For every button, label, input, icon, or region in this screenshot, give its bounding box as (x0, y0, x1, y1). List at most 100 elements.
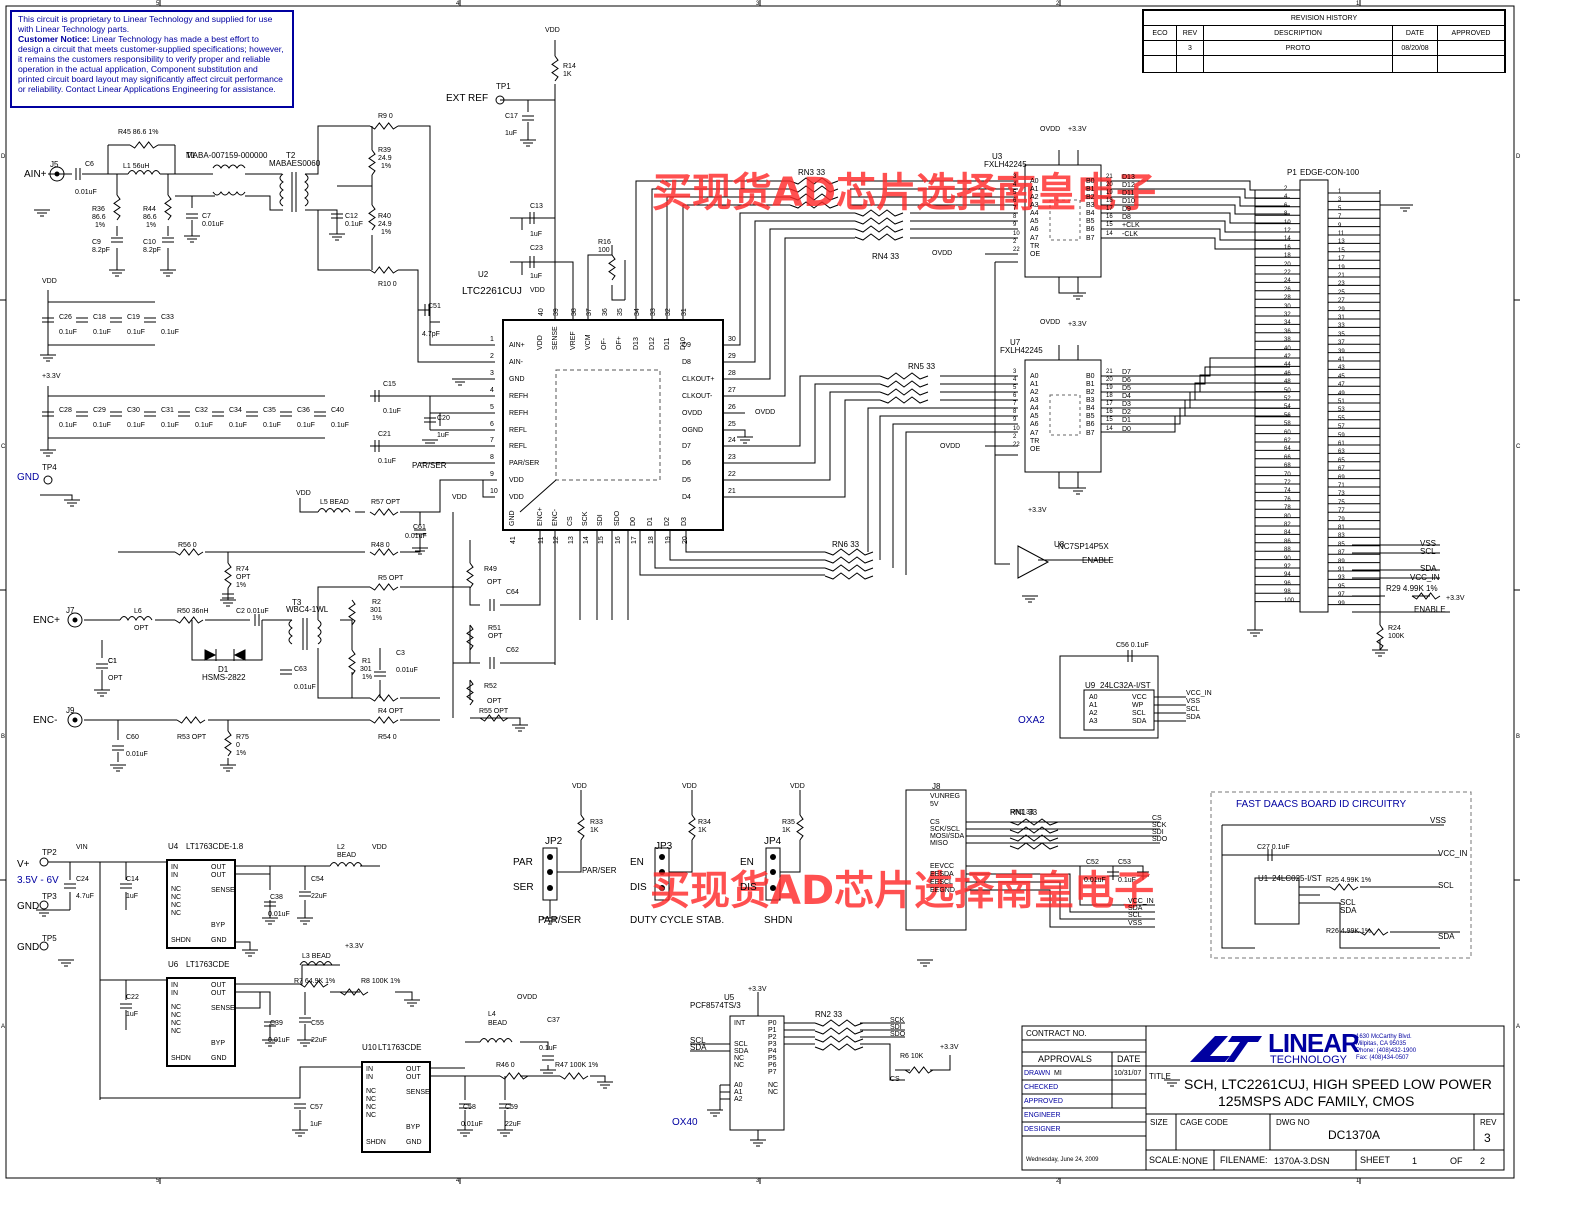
u5-pin-right: P2 (768, 1034, 777, 1041)
svg-text:C: C (1516, 444, 1521, 450)
part-label: C12 (345, 213, 358, 220)
part-label: 0.01uF (126, 751, 148, 758)
p1-pin-left: 40 (1284, 345, 1291, 352)
p1-pin-right: 31 (1338, 315, 1345, 321)
u2-pin-num-bottom: 18 (648, 536, 655, 544)
ovdd-u3-tr: OVDD (932, 250, 953, 257)
p1-pin-right: 81 (1338, 525, 1345, 531)
drawn-date: 10/31/07 (1114, 1070, 1142, 1077)
part-label: R9 0 (378, 113, 393, 120)
rn5-label: RN5 33 (908, 362, 936, 371)
cap-value: 0.1uF (229, 422, 247, 429)
p1-pin-right: 19 (1338, 264, 1345, 271)
cap-value: 0.1uF (127, 329, 145, 336)
u2-pin-right: D6 (682, 460, 691, 467)
part-label: R44 (143, 206, 156, 213)
part-label: C2 0.01uF (236, 608, 269, 615)
u9-net: VCC_IN (1186, 690, 1212, 697)
u2-pin-num-bottom: 14 (583, 536, 590, 544)
part-label: R51 (488, 625, 501, 632)
u7-pin-num-right: 20 (1106, 377, 1113, 383)
u7-pin-num-right: 16 (1106, 409, 1113, 415)
u3-pin-num: 2 (1013, 239, 1017, 245)
part-label: L1 56uH (123, 163, 150, 170)
u2-part: LTC2261CUJ (462, 286, 522, 297)
p1-pin-right: 35 (1338, 331, 1345, 338)
part-label: L2 (337, 844, 345, 851)
resistor-symbol (1009, 834, 1059, 842)
resistor-symbol (224, 730, 232, 757)
u2-pin-num-left: 3 (490, 370, 494, 377)
dis-label-2: DIS (740, 882, 757, 893)
part-label: R50 36nH (177, 608, 209, 615)
u3-pin-num-right: 20 (1106, 182, 1113, 188)
u5-pin-right: P6 (768, 1062, 777, 1069)
part-label: C55 (311, 1020, 324, 1027)
ldo-pin-right: GND (211, 937, 227, 944)
u5-pin-left: A0 (734, 1082, 743, 1089)
ldo-pin-right: GND (406, 1139, 422, 1146)
part-label: 0.01uF (268, 911, 290, 918)
svg-text:5: 5 (156, 1, 160, 7)
part-label: C62 (506, 647, 519, 654)
part-label: C20 (437, 415, 450, 422)
part-label: 301 (370, 607, 382, 614)
part-label: C3 (396, 650, 405, 657)
u5-pin-right: NC (768, 1082, 779, 1089)
u3-ref: U3 (992, 152, 1003, 161)
u5-pin-right: P1 (768, 1027, 777, 1034)
p1-vss: VSS (1420, 539, 1437, 548)
resistor-symbol (688, 814, 696, 841)
j8-pin: EESCL (930, 879, 953, 886)
u5-sda: SDA (690, 1043, 707, 1052)
u2-pin-bottom: SCK (582, 511, 589, 526)
part-label: 1uF (126, 893, 139, 900)
u2-pin-num-left: 6 (490, 421, 494, 428)
u3-pin-left: A7 (1030, 235, 1039, 242)
p1-pin-right: 33 (1338, 323, 1345, 330)
print-date: Wednesday, June 24, 2009 (1026, 1157, 1099, 1163)
cap-value: 0.1uF (263, 422, 281, 429)
company-sub: TECHNOLOGY (1270, 1054, 1348, 1066)
fd-scl2: SCL (1340, 898, 1356, 907)
u2-pin-num-right: 25 (728, 421, 736, 428)
u7-pin-num: 7 (1013, 401, 1017, 407)
contract-label: CONTRACT NO. (1026, 1029, 1087, 1038)
u2-pin-num-top: 35 (617, 308, 624, 316)
t3-part: WBC4-1WL (286, 605, 329, 614)
part-label: C10 (143, 239, 156, 246)
u2-pin-bottom: D0 (630, 517, 637, 526)
p1-pin-left: 44 (1284, 362, 1291, 369)
resistor-symbol (814, 1035, 864, 1043)
u7-net: D2 (1122, 409, 1131, 416)
resistor-symbol (174, 548, 204, 556)
u3-pin-left: A6 (1030, 226, 1039, 233)
u5-net: SCK (890, 1017, 905, 1024)
part-label: 1K (782, 827, 791, 834)
fd-vccin: VCC_IN (1438, 849, 1468, 858)
rev-label: REV (1480, 1118, 1497, 1127)
p1-pin-left: 72 (1284, 480, 1291, 486)
j8-pin: CS (930, 819, 940, 826)
u7-net: D0 (1122, 426, 1131, 433)
ovdd-u2: OVDD (755, 409, 776, 416)
en-label-2: EN (740, 857, 754, 868)
u5-pin-left: INT (734, 1020, 746, 1027)
p1-pin-right: 49 (1338, 390, 1345, 397)
part-label: 1K (590, 827, 599, 834)
p33-u8: +3.3V (1028, 507, 1047, 514)
p1-pin-right: 13 (1338, 239, 1345, 246)
u2-pin-num-bottom: 20 (682, 536, 689, 544)
p1-pin-right: 75 (1338, 499, 1345, 506)
p1-pin-right: 43 (1338, 365, 1345, 372)
u3-pin-left: A5 (1030, 218, 1039, 225)
part-label: R55 OPT (479, 708, 509, 715)
u7-pin-num: 10 (1013, 426, 1020, 432)
p1-r29: R29 4.99K 1% (1386, 584, 1438, 593)
part-label: R2 (372, 599, 381, 606)
u3-pin-num-right: 19 (1106, 190, 1113, 196)
phone: Phone: (408)432-1900 (1356, 1048, 1417, 1054)
resistor-symbol (369, 694, 399, 702)
vrange-label: 3.5V - 6V (17, 875, 59, 886)
